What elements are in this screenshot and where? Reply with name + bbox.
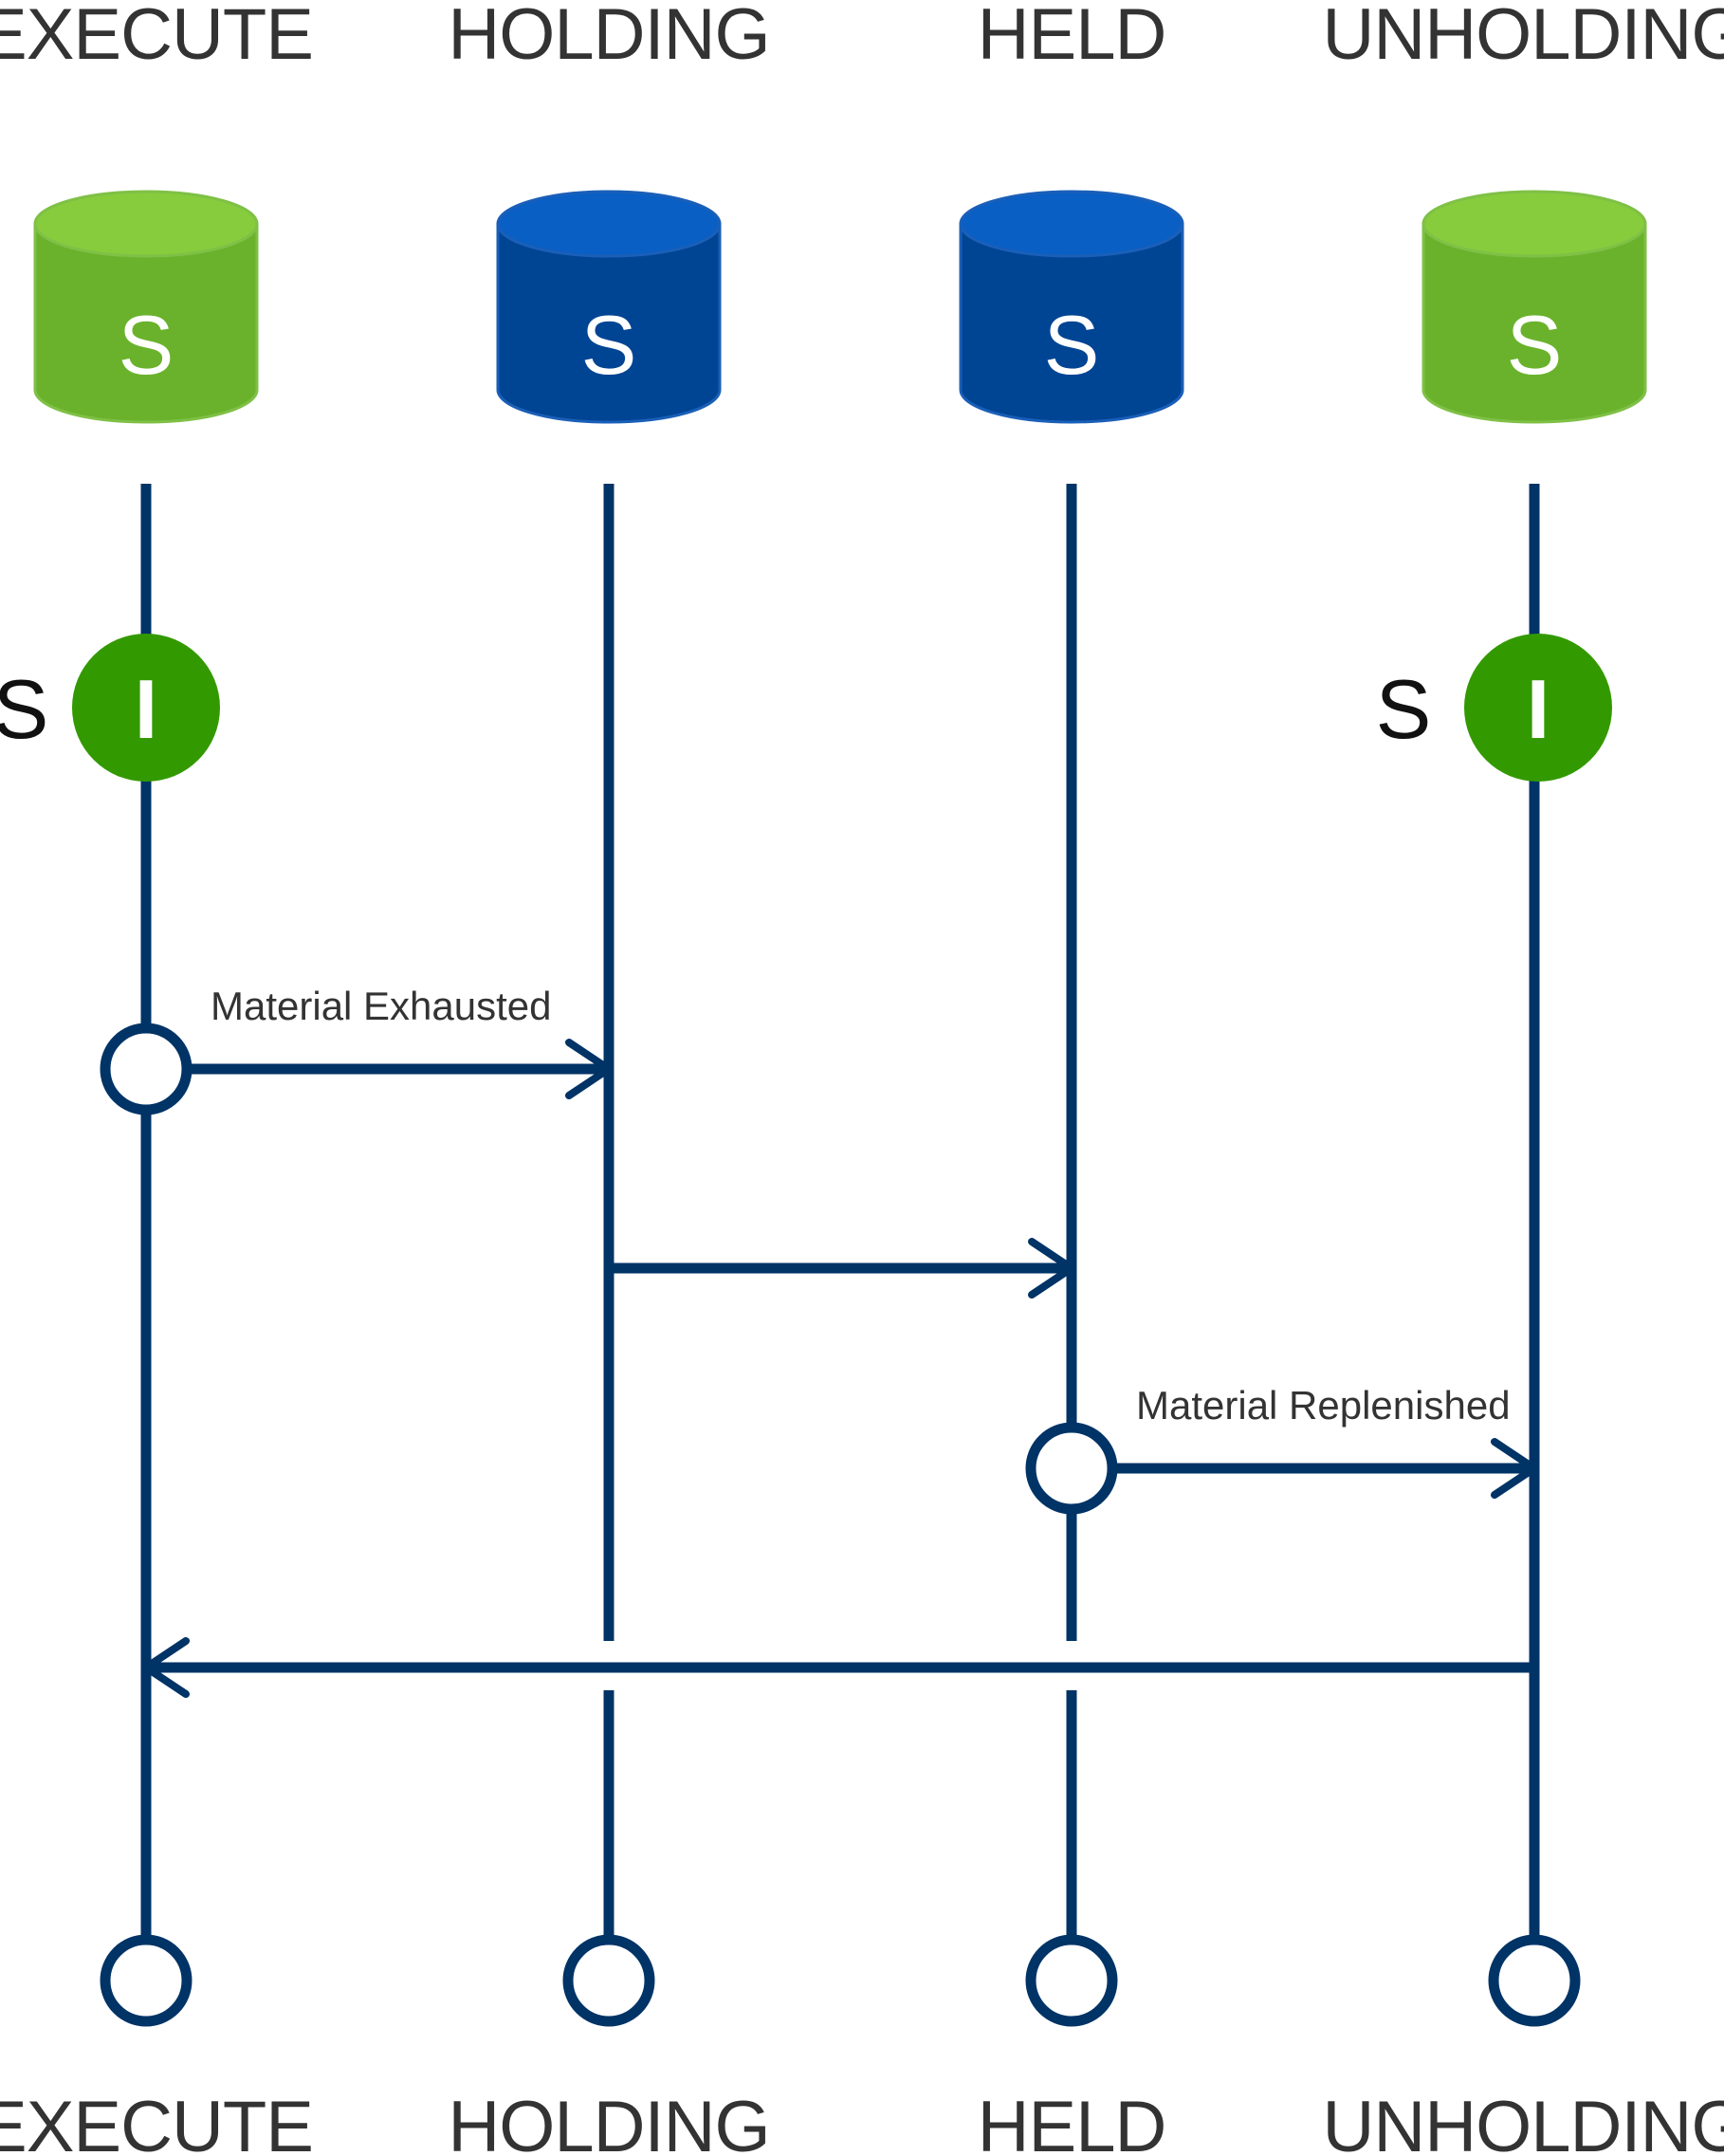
arrowhead [1491, 1438, 1538, 1499]
cylinder-execute: S [33, 190, 259, 424]
end-circle-holding [562, 1934, 655, 2027]
cylinder-holding: S [496, 190, 722, 424]
end-circle-execute [100, 1934, 193, 2027]
end-circle-unholding [1488, 1934, 1581, 2027]
message-held-to-unholding: Material Replenished [1025, 1383, 1538, 1515]
marker-letter: I [1527, 662, 1550, 756]
cylinder-letter: S [119, 298, 174, 392]
message-holding-to-held [609, 1238, 1075, 1299]
message-start-circle [100, 1023, 193, 1115]
state-label-bottom-held: HELD [978, 2087, 1166, 2156]
marker-side-letter: S [0, 662, 48, 756]
cylinder-letter: S [581, 298, 637, 392]
marker-circle [1464, 634, 1612, 782]
arrowhead [565, 1039, 613, 1099]
state-label-top-execute: EXECUTE [0, 0, 313, 75]
arrowhead [1028, 1238, 1075, 1299]
state-label-top-unholding: UNHOLDING [1322, 0, 1724, 75]
state-label-top-held: HELD [978, 0, 1166, 75]
message-label: Material Replenished [1136, 1383, 1511, 1428]
end-circle-held [1025, 1934, 1118, 2027]
cylinder-held: S [959, 190, 1184, 424]
cylinder-letter: S [1044, 298, 1100, 392]
cylinder-letter: S [1507, 298, 1563, 392]
marker-unholding: IS [1376, 634, 1612, 782]
message-unholding-to-execute [142, 1637, 1534, 1698]
marker-circle [72, 634, 220, 782]
state-label-top-holding: HOLDING [448, 0, 769, 75]
message-execute-to-holding: Material Exhausted [100, 984, 613, 1115]
message-start-circle [1025, 1422, 1118, 1515]
state-label-bottom-unholding: UNHOLDING [1322, 2087, 1724, 2156]
arrowhead [142, 1637, 190, 1698]
state-label-bottom-execute: EXECUTE [0, 2087, 313, 2156]
marker-letter: I [135, 662, 157, 756]
marker-execute: IS [0, 634, 220, 782]
message-label: Material Exhausted [211, 984, 552, 1028]
marker-side-letter: S [1376, 662, 1432, 756]
state-label-bottom-holding: HOLDING [448, 2087, 769, 2156]
cylinder-unholding: S [1421, 190, 1647, 424]
